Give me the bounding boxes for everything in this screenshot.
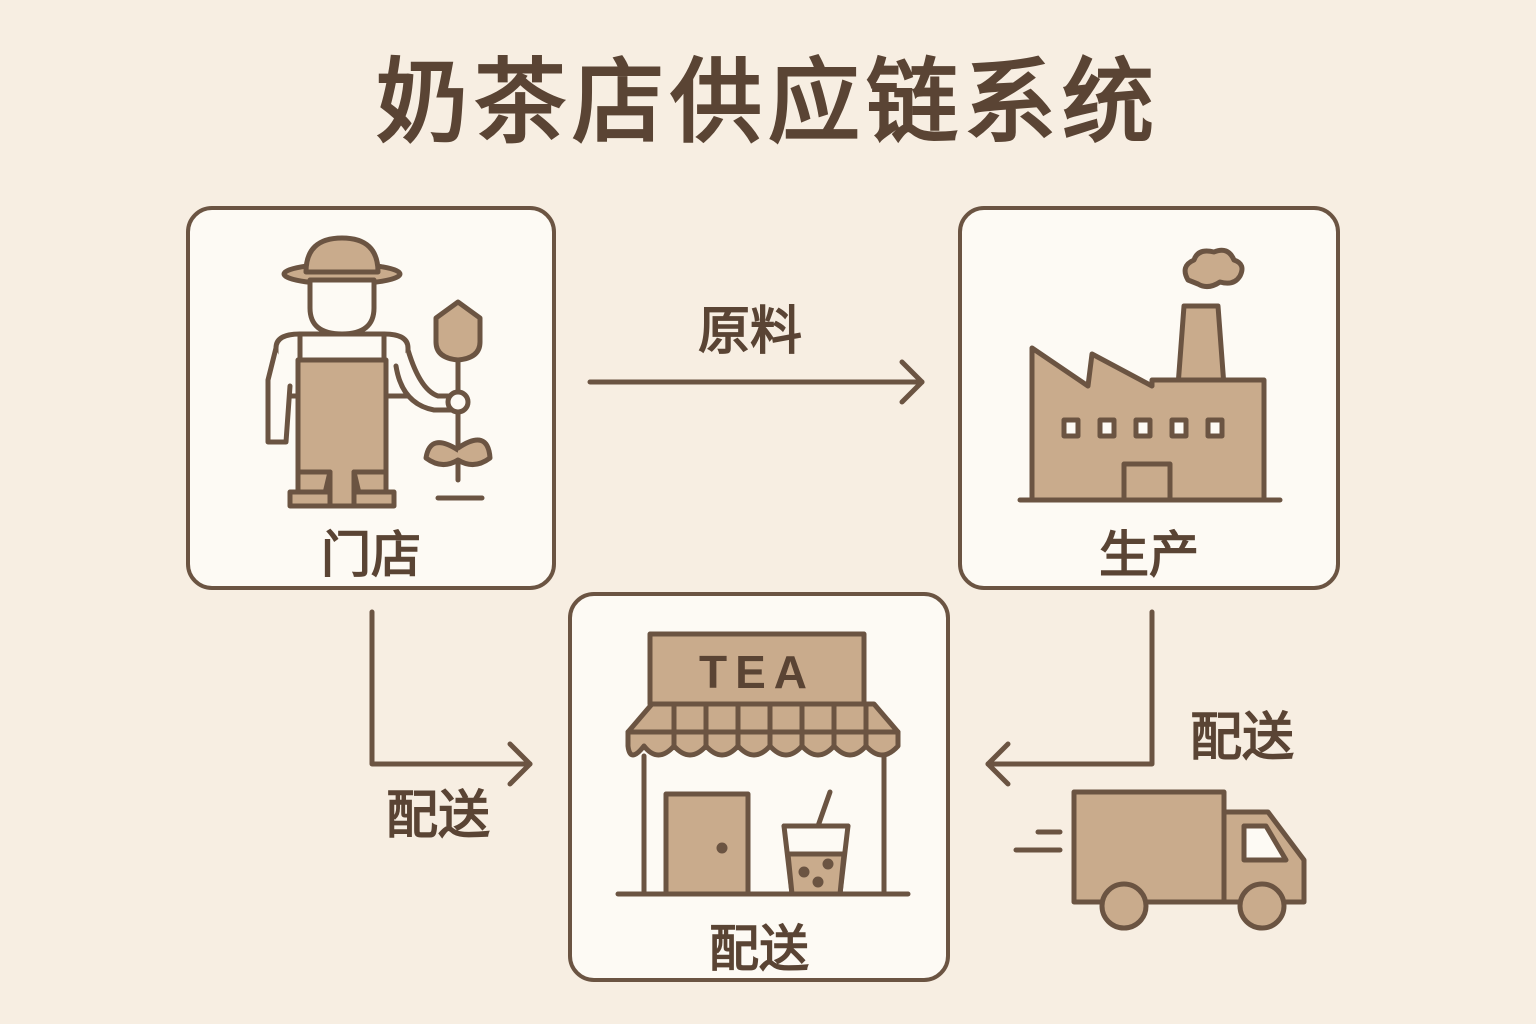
edge-label-factory-delivery: 配送 xyxy=(1190,708,1295,768)
factory-icon xyxy=(1017,247,1283,503)
arrow-farm-to-factory xyxy=(587,359,925,405)
shop-sign-text: TEA xyxy=(699,646,815,698)
node-factory: 生产 xyxy=(958,206,1340,590)
tea-shop-icon: TEA xyxy=(615,631,911,897)
shop-sign xyxy=(647,631,867,707)
node-label-factory: 生产 xyxy=(1099,526,1199,584)
edge-label-raw-material: 原料 xyxy=(698,302,803,362)
farmer-icon xyxy=(265,235,493,509)
node-farm: 门店 xyxy=(186,206,556,590)
arrow-farm-to-shop xyxy=(369,609,533,787)
node-label-shop: 配送 xyxy=(709,920,809,978)
arrow-factory-to-shop xyxy=(985,609,1155,787)
node-label-farm: 门店 xyxy=(321,526,421,584)
delivery-truck-icon xyxy=(1013,789,1307,931)
edge-label-farm-delivery: 配送 xyxy=(386,786,491,846)
node-shop: TEA 配送 xyxy=(568,592,950,982)
page-title: 奶茶店供应链系统 xyxy=(375,49,1160,156)
